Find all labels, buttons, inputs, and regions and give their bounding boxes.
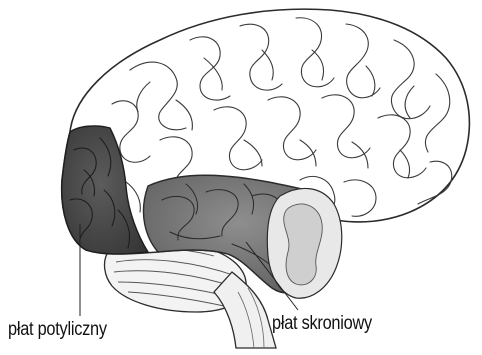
cross-section [267, 188, 341, 298]
label-temporal-lobe: płat skroniowy [272, 313, 372, 335]
label-occipital-lobe: płat potyliczny [8, 319, 107, 341]
